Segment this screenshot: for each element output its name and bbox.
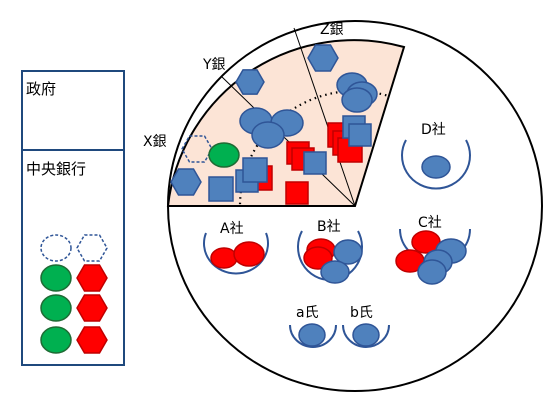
green-reserve-circle (40, 326, 72, 354)
company-a-container (203, 232, 269, 275)
bank-label-z: Z銀 (320, 22, 344, 38)
bank-asset-square-blue (303, 151, 327, 175)
company-label-a: A社 (220, 221, 244, 237)
institution-panel: 政府 中央銀行 (21, 70, 125, 366)
bank-reserve-hexagon (170, 168, 202, 196)
bank-asset-square-red (285, 181, 309, 205)
bank-label-y: Y銀 (202, 57, 226, 73)
individual-a: a氏 (289, 305, 337, 348)
company-label-c: C社 (418, 215, 442, 231)
red-reserve-hexagon (76, 264, 108, 292)
blue-deposit-coin (421, 155, 451, 179)
panel-border (21, 70, 125, 366)
central-bank-label: 中央銀行 (26, 160, 86, 178)
red-deposit-coin (210, 247, 238, 269)
red-deposit-coin (233, 241, 265, 267)
government-label: 政府 (26, 80, 56, 98)
red-reserve-hexagon (76, 294, 108, 322)
bank-divider-yz (293, 27, 356, 207)
company-c-deposits (395, 230, 467, 285)
blue-deposit-coin (298, 323, 326, 347)
bank-reserve-coin (341, 87, 373, 113)
bank-label-x: X銀 (143, 134, 167, 150)
blue-deposit-coin (417, 259, 447, 285)
outline-reserve-circle (40, 234, 72, 262)
company-a: A社 (203, 221, 269, 275)
bank-sector: X銀 Y銀 Z銀 (143, 22, 406, 207)
individual-a-container (289, 324, 337, 348)
green-reserve-circle (40, 264, 72, 292)
individual-label-a: a氏 (296, 305, 319, 321)
individual-a-deposits (298, 323, 326, 347)
red-reserve-hexagon (76, 326, 108, 354)
blue-deposit-coin (333, 239, 363, 265)
green-reserve-circle (40, 294, 72, 322)
individual-label-b: b氏 (350, 305, 373, 321)
company-d-deposits (421, 155, 451, 179)
company-d-container (401, 139, 471, 190)
company-b-deposits (303, 238, 363, 284)
company-c: C社 (395, 215, 471, 285)
company-a-deposits (210, 241, 265, 269)
bank-assets (170, 44, 378, 205)
company-b: B社 (297, 219, 363, 284)
blue-deposit-coin (352, 323, 380, 347)
individual-b: b氏 (342, 305, 390, 348)
bank-asset-square-blue (242, 157, 268, 183)
outline-reserve-hexagon (76, 234, 108, 262)
bank-reserve-coin-green (208, 142, 240, 168)
bank-asset-square-blue (348, 123, 372, 147)
individual-b-deposits (352, 323, 380, 347)
bank-reserve-coin (251, 121, 285, 149)
company-d: D社 (401, 122, 471, 190)
blue-deposit-coin (320, 260, 350, 284)
company-label-d: D社 (421, 122, 446, 138)
bank-reserve-hexagon (235, 69, 265, 95)
bank-reserve-hexagon-empty (181, 135, 213, 163)
company-label-b: B社 (317, 219, 341, 235)
bank-reserve-hexagon (307, 44, 339, 72)
bank-divider-xy (220, 75, 356, 207)
bank-asset-square-blue (208, 176, 234, 202)
individual-b-container (342, 324, 390, 348)
central-bank-reserves (40, 234, 108, 354)
